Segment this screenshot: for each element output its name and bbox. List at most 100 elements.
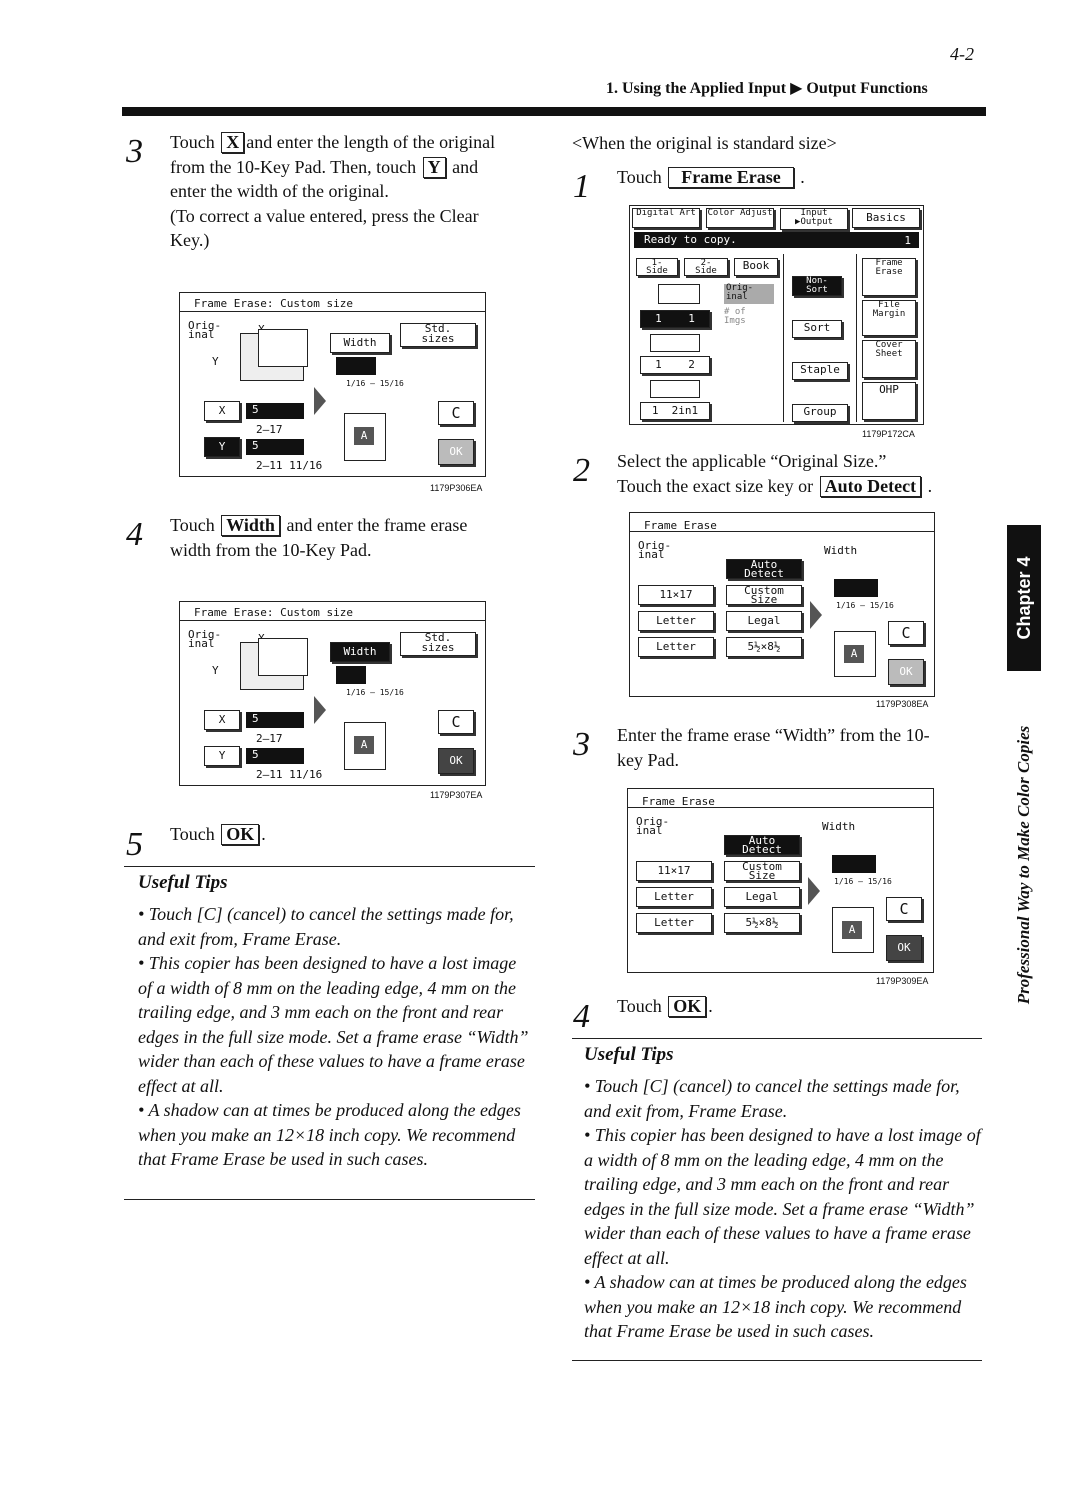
copy-count: 1 xyxy=(904,234,911,247)
width-button[interactable]: Width xyxy=(330,333,390,353)
clear-button[interactable]: C xyxy=(438,401,474,425)
text: and enter the length of the original xyxy=(246,132,496,152)
custom-size-button[interactable]: Custom Size xyxy=(724,861,800,881)
size-11x17-button[interactable]: 11×17 xyxy=(638,585,714,605)
y-key: Y xyxy=(422,156,446,178)
step-5-text: Touch OK. xyxy=(170,822,266,847)
ok-key: OK xyxy=(668,996,707,1017)
x-range: 2–17 xyxy=(256,732,283,745)
tips-bottom-rule xyxy=(124,1199,535,1200)
figure-caption: 1179P308EA xyxy=(876,699,929,709)
ok-button[interactable]: OK xyxy=(886,935,922,961)
two-in-one-button[interactable]: 1 2in1 xyxy=(640,402,710,420)
size-11x17-button[interactable]: 11×17 xyxy=(636,861,712,881)
y-label: Y xyxy=(212,664,219,677)
y-button[interactable]: Y xyxy=(204,437,240,457)
tip-item: • This copier has been designed to have … xyxy=(138,953,529,1096)
y-label: Y xyxy=(212,355,219,368)
frame-erase-button[interactable]: Frame Erase xyxy=(862,258,916,296)
status-bar: Ready to copy. 1 xyxy=(634,232,919,248)
clear-button[interactable]: C xyxy=(886,897,922,921)
tab-digital-art[interactable]: Digital Art xyxy=(632,208,700,228)
original-label: Orig- inal xyxy=(724,284,774,304)
tab-color-adjust[interactable]: Color Adjust xyxy=(706,208,774,228)
tips-top-rule xyxy=(572,1038,982,1039)
letter-button[interactable]: Letter xyxy=(638,611,714,631)
text: Select the applicable “Original Size.” xyxy=(617,451,887,471)
std-sizes-button[interactable]: Std. sizes xyxy=(400,323,476,347)
group-button[interactable]: Group xyxy=(792,404,848,422)
preview-box xyxy=(832,907,874,953)
arrow-right-icon xyxy=(808,877,820,905)
text: Touch xyxy=(617,167,662,187)
letter-button[interactable]: Letter xyxy=(636,887,712,907)
std-sizes-button[interactable]: Std. sizes xyxy=(400,632,476,656)
two-in-one-icon xyxy=(650,380,700,398)
legal-button[interactable]: Legal xyxy=(724,887,800,907)
text: width from the 10-Key Pad. xyxy=(170,539,372,560)
arrow-right-icon xyxy=(810,601,822,629)
preview-box xyxy=(344,722,386,770)
ok-button[interactable]: OK xyxy=(888,659,924,685)
a-icon: A xyxy=(842,921,862,939)
letter-r-button[interactable]: Letter xyxy=(636,913,712,933)
useful-tips-list: • Touch [C] (cancel) to cancel the setti… xyxy=(584,1074,981,1344)
ohp-button[interactable]: OHP xyxy=(862,382,916,420)
statement-button[interactable]: 5½×8½ xyxy=(726,637,802,657)
width-range: 1/16 — 15/16 xyxy=(346,379,404,388)
y-button[interactable]: Y xyxy=(204,746,240,766)
text: Touch xyxy=(170,515,215,535)
text: key Pad. xyxy=(617,749,679,770)
chapter-label: Chapter 4 xyxy=(1014,556,1034,640)
x-button[interactable]: X xyxy=(204,401,240,421)
images-label: # of Imgs xyxy=(724,307,746,326)
custom-size-button[interactable]: Custom Size xyxy=(726,585,802,605)
step-number: 5 xyxy=(126,826,143,863)
one-to-two-button[interactable]: 1 2 xyxy=(640,356,710,374)
original-label: Orig- inal xyxy=(636,815,670,837)
figure-caption: 1179P172CA xyxy=(862,429,915,439)
ok-button[interactable]: OK xyxy=(438,748,474,774)
x-button[interactable]: X xyxy=(204,710,240,730)
staple-button[interactable]: Staple xyxy=(792,362,848,380)
original-sheet xyxy=(258,638,308,676)
letter-r-button[interactable]: Letter xyxy=(638,637,714,657)
two-side-button[interactable]: 2- Side xyxy=(684,258,728,276)
sort-button[interactable]: Sort xyxy=(792,320,842,338)
clear-button[interactable]: C xyxy=(438,710,474,734)
tip-item: • Touch [C] (cancel) to cancel the setti… xyxy=(138,904,514,949)
tip-item: • A shadow can at times be produced alon… xyxy=(138,1100,521,1169)
auto-detect-button[interactable]: Auto Detect xyxy=(726,559,802,579)
text: (To correct a value entered, press the C… xyxy=(170,205,479,226)
divider xyxy=(856,254,857,422)
book-button[interactable]: Book xyxy=(734,258,778,276)
one-side-button[interactable]: 1- Side xyxy=(636,258,678,276)
arrow-right-icon xyxy=(314,696,326,724)
file-margin-button[interactable]: File Margin xyxy=(862,300,916,336)
legal-button[interactable]: Legal xyxy=(726,611,802,631)
auto-detect-button[interactable]: Auto Detect xyxy=(724,835,800,855)
figure-caption: 1179P306EA xyxy=(430,483,483,493)
tab-basics[interactable]: Basics xyxy=(852,208,920,228)
ok-button[interactable]: OK xyxy=(438,439,474,465)
text: enter the width of the original. xyxy=(170,181,389,201)
cover-sheet-button[interactable]: Cover Sheet xyxy=(862,340,916,378)
tips-bottom-rule xyxy=(572,1360,982,1361)
custom-size-panel: Frame Erase: Custom size Orig- inal X Y … xyxy=(179,601,486,786)
one-to-one-button[interactable]: 1 1 xyxy=(640,310,710,328)
text: Touch xyxy=(170,132,215,152)
statement-button[interactable]: 5½×8½ xyxy=(724,913,800,933)
step-2-text: Select the applicable “Original Size.” T… xyxy=(617,449,987,498)
step-4-text: Touch Width and enter the frame erase wi… xyxy=(170,513,540,562)
non-sort-button[interactable]: Non- Sort xyxy=(792,276,842,296)
ok-key: OK xyxy=(221,824,260,845)
x-value: 5 xyxy=(246,712,304,728)
y-range: 2–11 11/16 xyxy=(256,768,323,781)
status-text: Ready to copy. xyxy=(644,233,737,246)
width-button[interactable]: Width xyxy=(330,642,390,662)
width-value xyxy=(336,666,366,684)
tab-input-output[interactable]: Input ▶Output xyxy=(780,208,848,230)
panel-title: Frame Erase: Custom size xyxy=(194,606,353,619)
text: Touch xyxy=(617,996,662,1016)
clear-button[interactable]: C xyxy=(888,621,924,645)
